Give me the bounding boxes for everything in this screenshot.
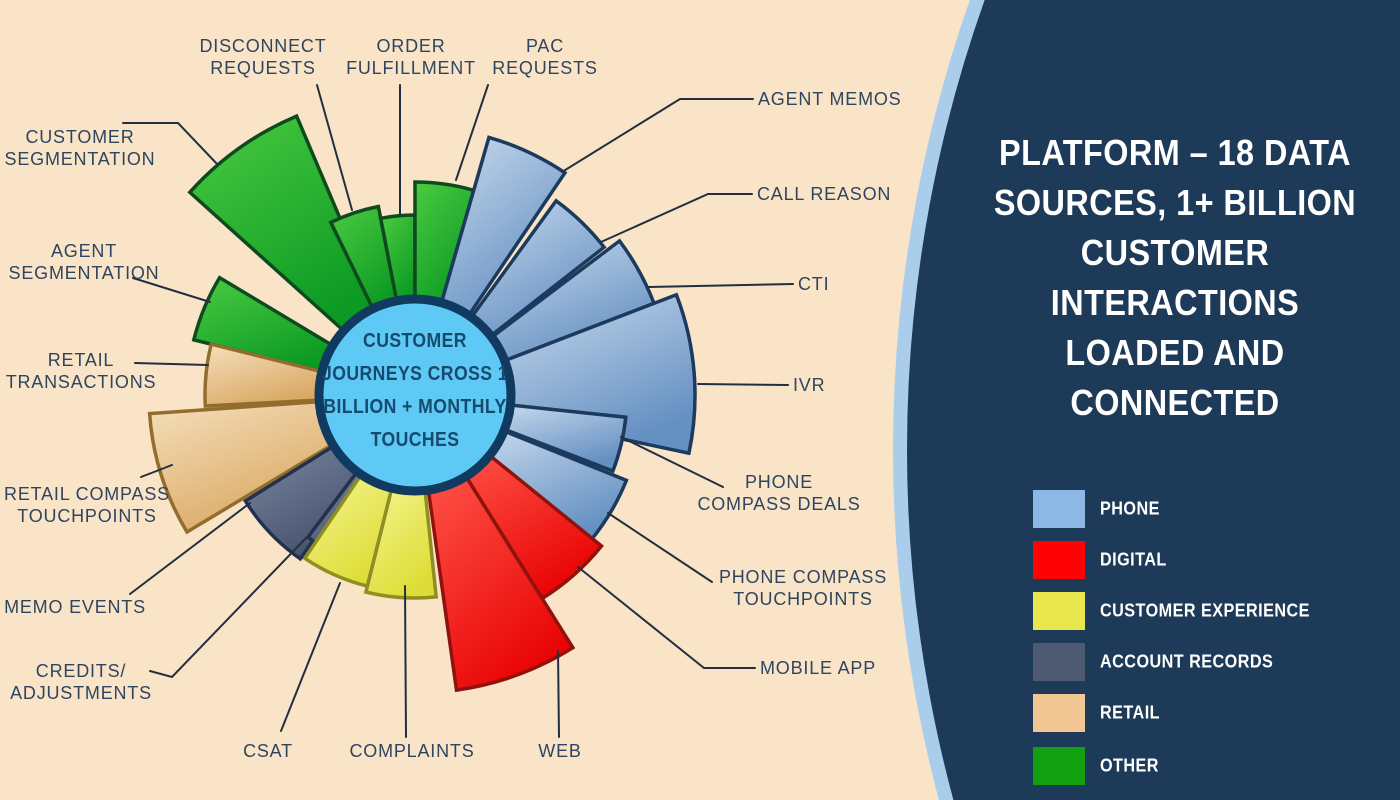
petal-label-csat: CSAT xyxy=(243,741,293,761)
petal-label-mobile-app: MOBILE APP xyxy=(760,658,877,678)
legend-label: ACCOUNT RECORDS xyxy=(1100,651,1274,672)
legend-swatch-other xyxy=(1033,747,1085,785)
leader-line-web xyxy=(557,650,560,738)
panel-title: PLATFORM – 18 DATA SOURCES, 1+ BILLION C… xyxy=(973,128,1378,428)
legend-label: PHONE xyxy=(1100,498,1160,519)
petal-label-web: WEB xyxy=(538,741,582,761)
leader-line-retail-compass-touchpoints xyxy=(140,464,173,478)
leader-line-call-reason xyxy=(600,193,753,243)
leader-line-disconnect-requests xyxy=(316,84,353,211)
petal-label-retail-compass-touchpoints: RETAIL COMPASS TOUCHPOINTS xyxy=(4,484,170,526)
panel-title-line: CUSTOMER INTERACTIONS xyxy=(1050,232,1300,323)
legend-swatch-account-records xyxy=(1033,643,1085,681)
center-caption-line: JOURNEYS CROSS 1 xyxy=(321,363,509,385)
legend-item-retail: RETAIL xyxy=(1033,694,1393,732)
petal-label-cti: CTI xyxy=(798,274,830,294)
petal-label-credits-adjustments: CREDITS/ ADJUSTMENTS xyxy=(10,661,152,703)
legend-item-digital: DIGITAL xyxy=(1033,541,1393,579)
legend-item-other: OTHER xyxy=(1033,747,1393,785)
center-caption-line: BILLION + MONTHLY xyxy=(323,396,507,418)
leader-line-phone-compass-deals xyxy=(620,436,724,488)
petal-label-phone-compass-deals: PHONE COMPASS DEALS xyxy=(697,472,861,514)
petal-label-customer-segmentation: CUSTOMER SEGMENTATION xyxy=(4,127,156,169)
legend-label: DIGITAL xyxy=(1100,549,1167,570)
leader-line-agent-memos xyxy=(561,98,754,173)
center-caption-line: TOUCHES xyxy=(370,429,460,451)
panel-title-line: LOADED AND CONNECTED xyxy=(1065,332,1285,423)
leader-line-agent-segmentation xyxy=(132,277,211,303)
panel-title-line: PLATFORM – 18 DATA xyxy=(999,132,1351,173)
center-caption-line: CUSTOMER xyxy=(363,330,467,352)
petal-label-phone-compass-touchpoints: PHONE COMPASS TOUCHPOINTS xyxy=(718,567,888,609)
center-caption: CUSTOMER JOURNEYS CROSS 1 BILLION + MONT… xyxy=(301,325,530,457)
legend-swatch-customer-experience xyxy=(1033,592,1085,630)
leader-line-memo-events xyxy=(129,502,251,595)
right-panel-curve xyxy=(893,0,1400,800)
petal-label-agent-segmentation: AGENT SEGMENTATION xyxy=(8,241,160,283)
leader-line-csat xyxy=(280,582,341,732)
petal-label-order-fulfillment: ORDER FULFILLMENT xyxy=(346,36,476,78)
petal-label-memo-events: MEMO EVENTS xyxy=(4,597,146,617)
legend-swatch-retail xyxy=(1033,694,1085,732)
legend-item-account-records: ACCOUNT RECORDS xyxy=(1033,643,1393,681)
petal-label-retail-transactions: RETAIL TRANSACTIONS xyxy=(5,350,157,392)
leader-line-phone-compass-touchpoints xyxy=(607,512,713,583)
legend-item-phone: PHONE xyxy=(1033,490,1393,528)
leader-line-customer-segmentation xyxy=(122,122,219,166)
petal-label-pac-requests: PAC REQUESTS xyxy=(492,36,598,78)
leader-line-mobile-app xyxy=(577,566,756,669)
legend-label: OTHER xyxy=(1100,755,1159,776)
center-circle xyxy=(314,294,516,496)
petal-label-agent-memos: AGENT MEMOS xyxy=(758,89,902,109)
legend-item-customer-experience: CUSTOMER EXPERIENCE xyxy=(1033,592,1393,630)
leader-line-pac-requests xyxy=(455,84,489,181)
panel-title-line: SOURCES, 1+ BILLION xyxy=(993,182,1357,223)
petal-label-complaints: COMPLAINTS xyxy=(349,741,475,761)
leader-line-credits-adjustments xyxy=(149,536,308,679)
legend-label: CUSTOMER EXPERIENCE xyxy=(1100,600,1310,621)
leader-line-ivr xyxy=(697,383,789,386)
leader-lines xyxy=(122,84,794,738)
legend-swatch-digital xyxy=(1033,541,1085,579)
leader-line-retail-transactions xyxy=(134,362,209,366)
petal-label-disconnect-requests: DISCONNECT REQUESTS xyxy=(199,36,327,78)
leader-line-cti xyxy=(648,283,794,288)
leader-line-complaints xyxy=(404,585,407,738)
legend-label: RETAIL xyxy=(1100,702,1161,723)
petal-label-call-reason: CALL REASON xyxy=(757,184,892,204)
petal-group xyxy=(147,113,697,693)
legend-swatch-phone xyxy=(1033,490,1085,528)
petal-label-ivr: IVR xyxy=(793,375,826,395)
